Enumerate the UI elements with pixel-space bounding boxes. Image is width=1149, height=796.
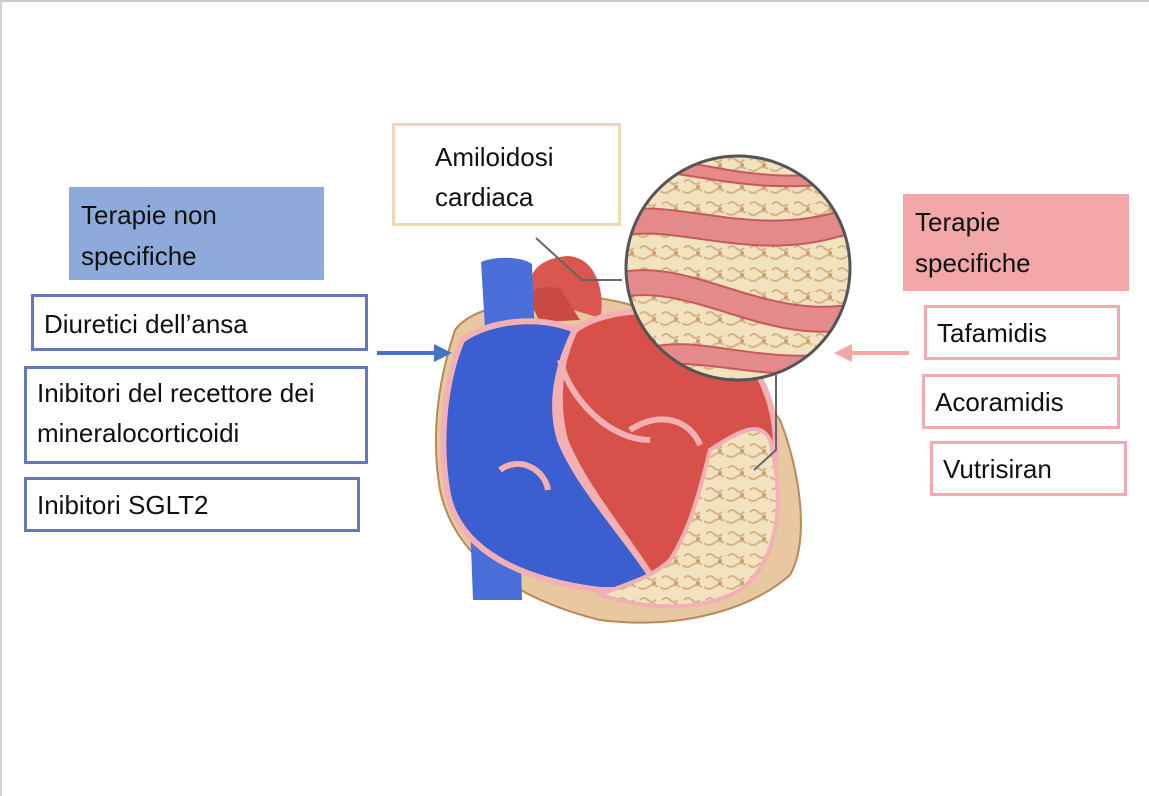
callout-amyloidosis-label: Amiloidosi cardiaca [392, 123, 621, 226]
item-mra-text: Inibitori del recettore dei mineralocort… [37, 378, 315, 448]
item-loop-diuretics: Diuretici dell’ansa [31, 294, 368, 351]
right-arrow [834, 344, 909, 362]
amyloid-wall [594, 427, 780, 609]
item-tafamidis: Tafamidis [924, 305, 1120, 360]
item-sglt2-inhibitors: Inibitori SGLT2 [24, 477, 360, 532]
leader-line-top [535, 237, 622, 281]
left-arrow [377, 344, 452, 362]
callout-text: Amiloidosi cardiaca [435, 142, 554, 212]
leader-line-bottom [753, 375, 777, 471]
pulmonary-artery [529, 287, 580, 322]
slide-top-edge [0, 0, 1149, 2]
header-non-specific-therapies: Terapie non specifiche [69, 187, 324, 280]
item-vutrisiran: Vutrisiran [930, 441, 1127, 496]
item-acoramidis: Acoramidis [922, 374, 1120, 429]
slide-left-edge [0, 0, 2, 796]
item-mra: Inibitori del recettore dei mineralocort… [24, 366, 368, 464]
header-specific-therapies: Terapie specifiche [903, 194, 1129, 291]
